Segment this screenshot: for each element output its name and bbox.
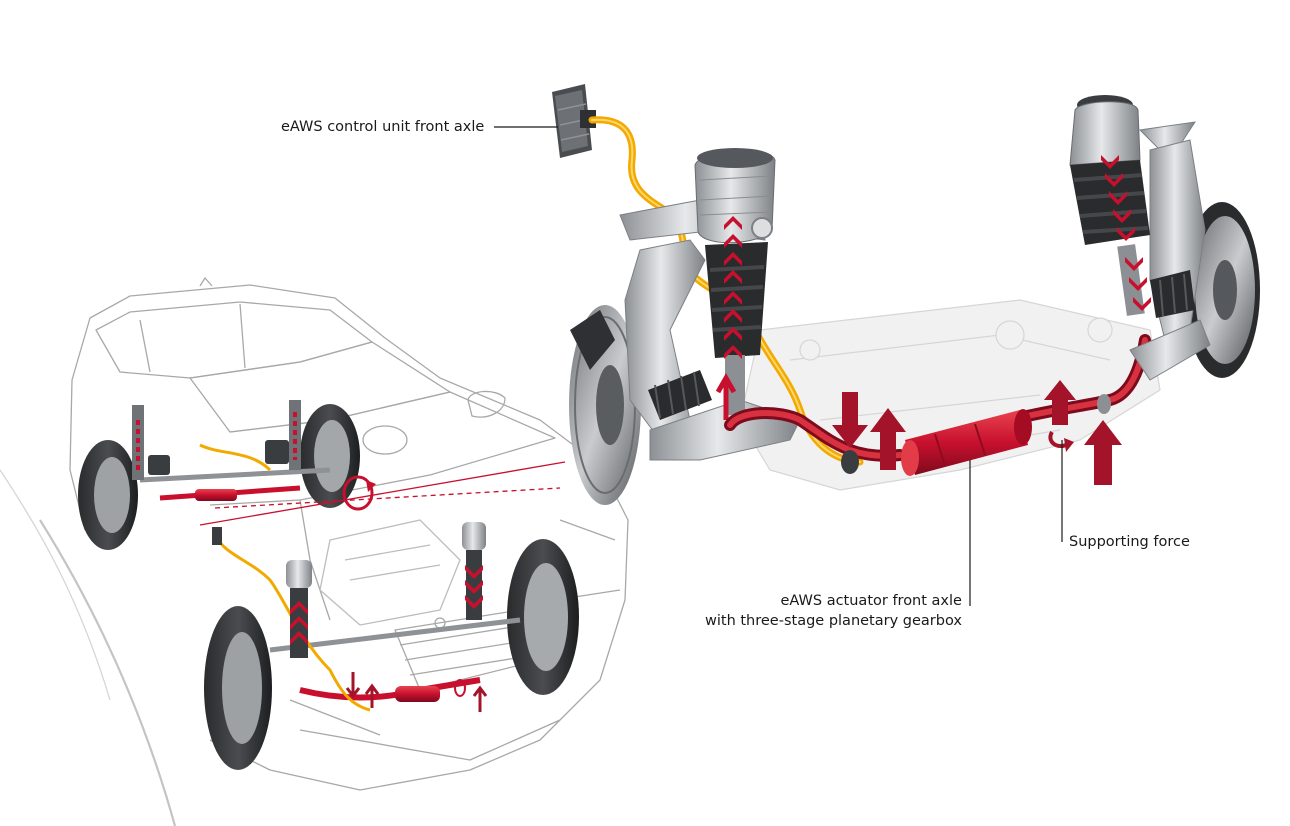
projection-lines	[199, 461, 566, 526]
rear-wheel-right	[300, 404, 360, 508]
rear-axle	[132, 400, 331, 501]
air-strut-left	[694, 148, 776, 415]
supporting-force-label: Supporting force	[1069, 534, 1190, 550]
rear-wheel-left	[78, 440, 138, 550]
brake-disc-left	[569, 305, 641, 505]
actuator-label-line-2: with three-stage planetary gearbox	[705, 613, 962, 629]
rotation-arrow-icon	[342, 475, 376, 511]
front-wheel-left	[204, 606, 272, 770]
stabilizer-bar	[724, 334, 1151, 474]
air-strut-right	[1069, 95, 1150, 316]
arrow-up-icon	[715, 372, 737, 420]
eaws-actuator	[901, 409, 1032, 476]
drive-shaft-right	[1150, 270, 1195, 318]
front-axle-small	[212, 522, 521, 712]
front-wheel-right	[507, 539, 579, 695]
control-unit-label: eAWS control unit front axle	[281, 119, 485, 135]
actuator-label: eAWS actuator front axle with three-stag…	[705, 591, 962, 631]
force-arrows-actuator	[832, 380, 1122, 485]
drive-shaft-left	[648, 370, 712, 420]
rotation-arrow-icon-actuator	[1048, 430, 1074, 452]
leader-lines	[494, 126, 1063, 606]
control-unit	[552, 84, 596, 158]
actuator-label-line-1: eAWS actuator front axle	[780, 593, 962, 609]
